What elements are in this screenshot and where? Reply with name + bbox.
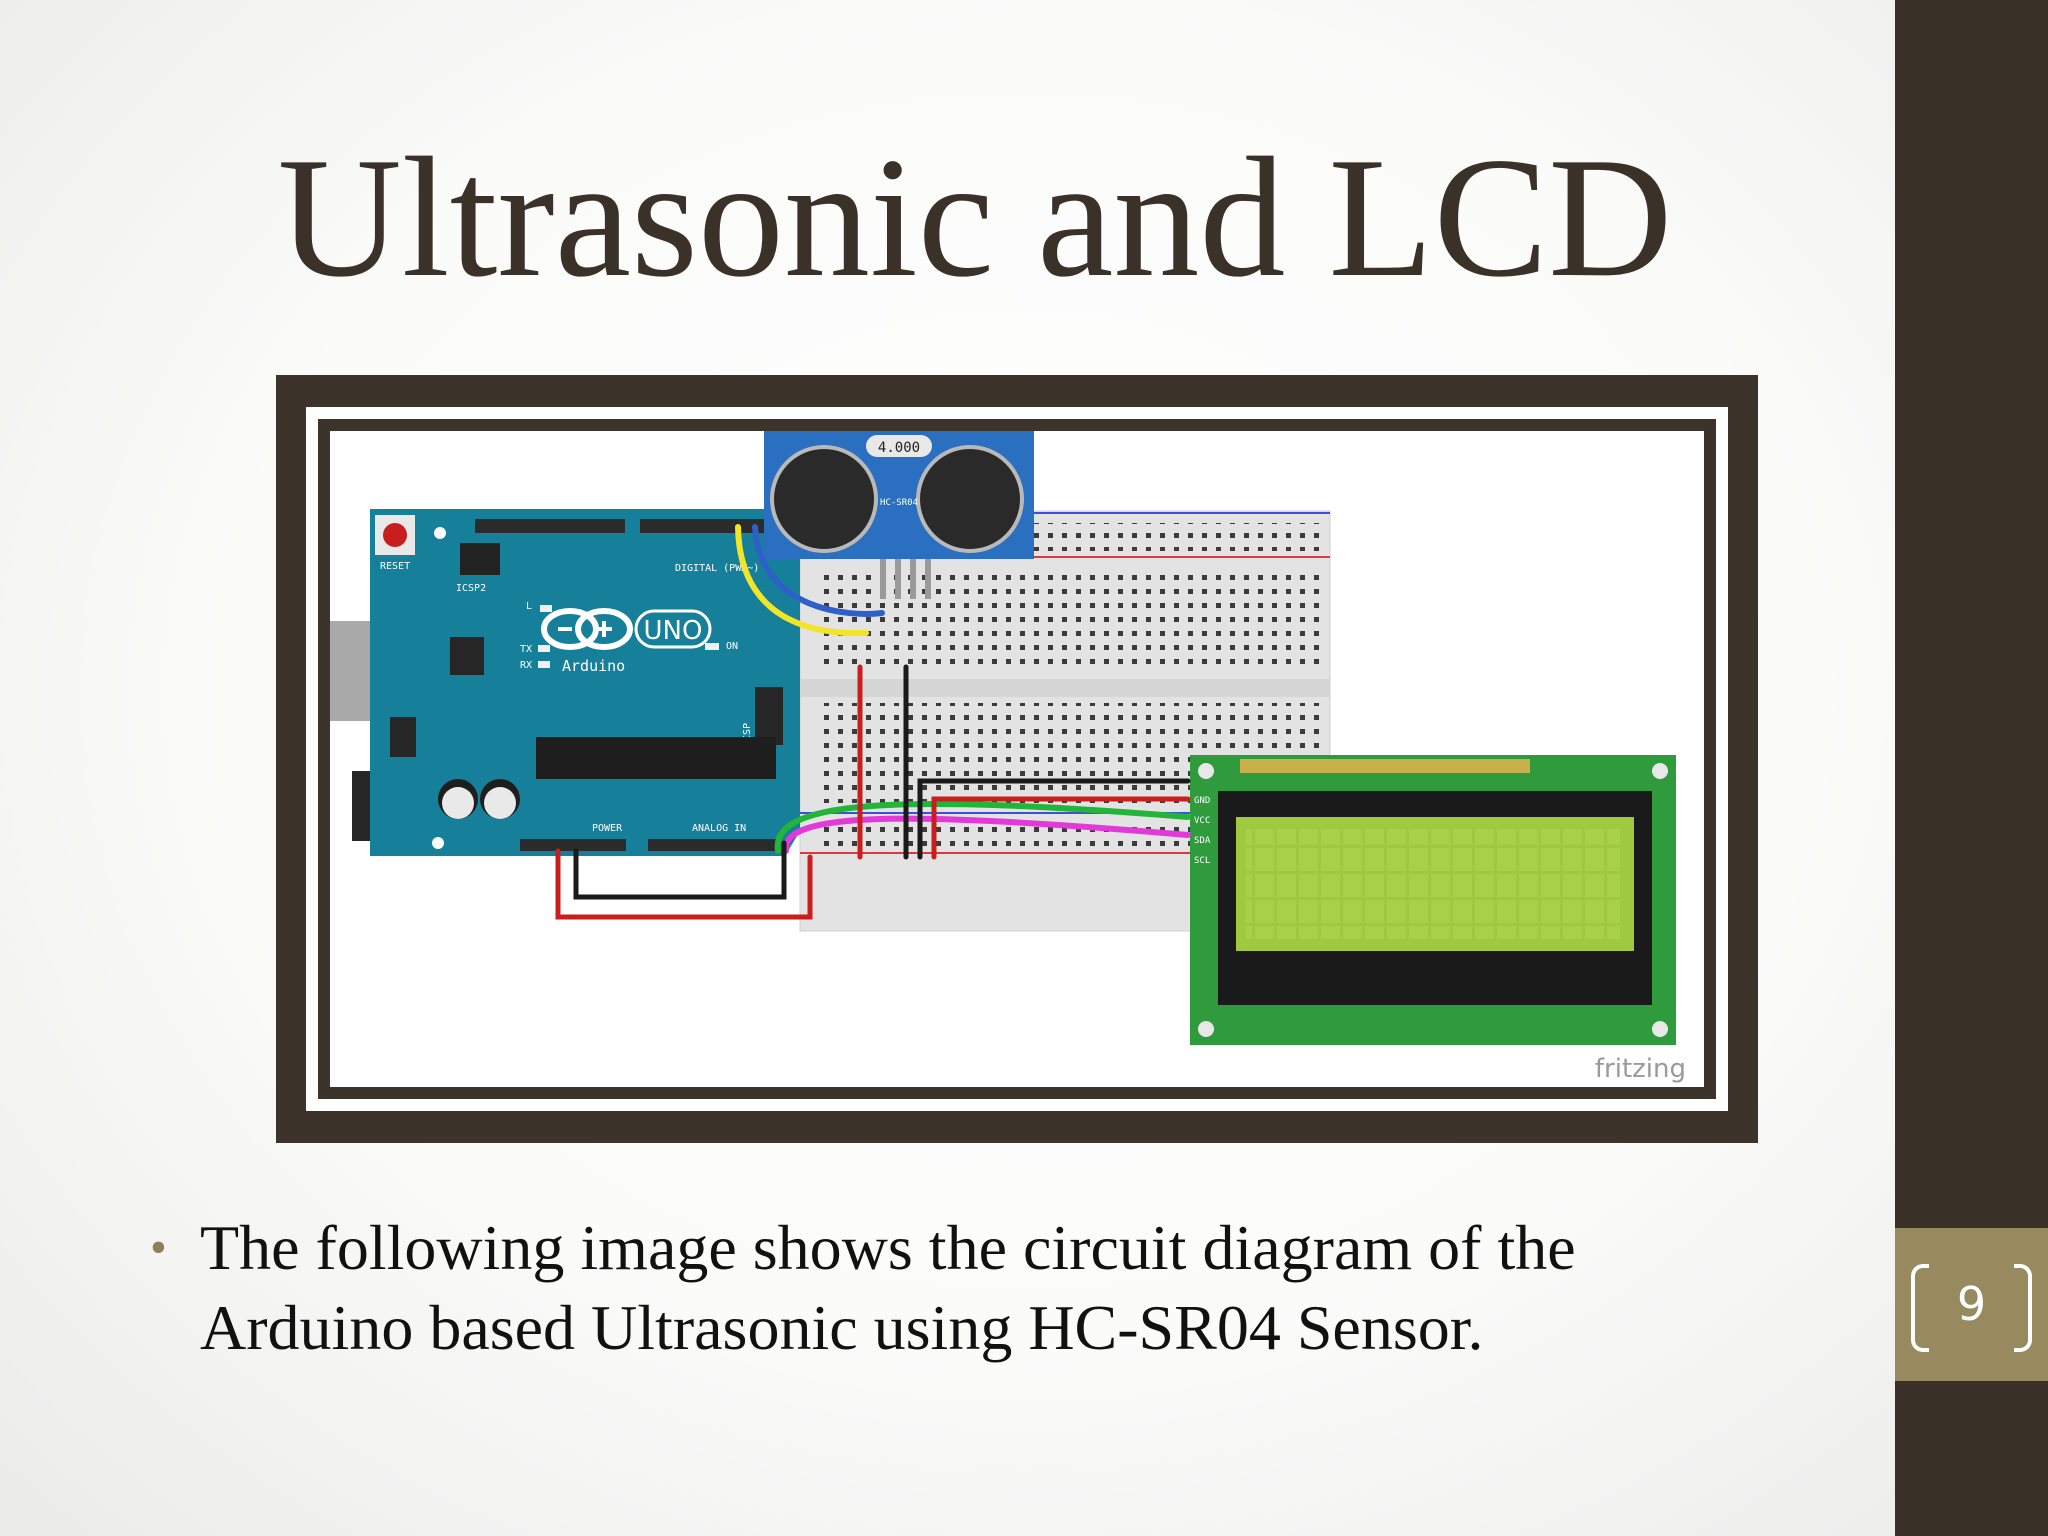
svg-text:SCL: SCL bbox=[1194, 856, 1210, 866]
wire-scl bbox=[782, 815, 1191, 854]
svg-text:VCC: VCC bbox=[1194, 816, 1210, 826]
page-number-box: 9 bbox=[1895, 1228, 2048, 1381]
svg-text:POWER: POWER bbox=[592, 823, 623, 834]
bullet-text: The following image shows the circuit di… bbox=[200, 1212, 1576, 1363]
svg-text:ON: ON bbox=[726, 641, 738, 652]
page-number: 9 bbox=[1956, 1277, 1987, 1331]
wire-gnd bbox=[573, 840, 787, 900]
diagram-canvas: RESET ICSP2 DIGITAL (PWM~) UNO bbox=[318, 419, 1716, 1099]
lcd-header-pins bbox=[1240, 759, 1530, 773]
frame-mat: RESET ICSP2 DIGITAL (PWM~) UNO bbox=[306, 407, 1728, 1111]
svg-text:L: L bbox=[526, 601, 532, 612]
svg-text:GND: GND bbox=[1194, 796, 1210, 806]
slide-title: Ultrasonic and LCD bbox=[277, 123, 1673, 313]
atmega-chip bbox=[536, 737, 776, 779]
svg-text:RX: RX bbox=[520, 660, 532, 671]
svg-text:TX: TX bbox=[520, 644, 532, 655]
sensor-display: 4.000 bbox=[878, 440, 920, 456]
transmitter-icon bbox=[770, 445, 878, 553]
lcd-16x2-module: GND VCC SDA SCL bbox=[1190, 755, 1676, 1045]
reset-button bbox=[383, 523, 407, 547]
icsp-header bbox=[755, 687, 783, 745]
fritzing-watermark: fritzing bbox=[1595, 1054, 1686, 1084]
receiver-icon bbox=[916, 445, 1024, 553]
circuit-diagram: RESET ICSP2 DIGITAL (PWM~) UNO bbox=[330, 431, 1686, 1084]
wire-5v bbox=[555, 848, 813, 920]
wire-trig bbox=[735, 524, 869, 637]
bullet-dot-icon: • bbox=[150, 1221, 167, 1274]
svg-text:ICSP: ICSP bbox=[742, 723, 753, 747]
arduino-brand-label: Arduino bbox=[562, 657, 625, 675]
sensor-model-label: HC-SR04 bbox=[880, 498, 918, 508]
wire-gnd-lcd bbox=[917, 778, 1191, 860]
left-bracket-icon bbox=[1911, 1264, 1929, 1352]
arduino-logo-icon bbox=[541, 608, 633, 650]
reset-label: RESET bbox=[380, 561, 410, 572]
bullet-item: • The following image shows the circuit … bbox=[150, 1208, 1680, 1368]
arduino-uno-board: RESET ICSP2 DIGITAL (PWM~) UNO bbox=[330, 509, 800, 856]
power-header bbox=[520, 839, 626, 851]
board-body bbox=[370, 509, 800, 856]
wires bbox=[555, 524, 1191, 920]
digital-header-right bbox=[640, 519, 775, 533]
digital-header-left bbox=[475, 519, 625, 533]
digital-label: DIGITAL (PWM~) bbox=[675, 563, 759, 574]
uno-label: UNO bbox=[644, 616, 703, 646]
right-bracket-icon bbox=[2014, 1264, 2032, 1352]
icsp2-label: ICSP2 bbox=[456, 583, 486, 594]
svg-text:ANALOG IN: ANALOG IN bbox=[692, 823, 746, 834]
hc-sr04-sensor: 4.000 HC-SR04 bbox=[764, 431, 1034, 599]
analog-header bbox=[648, 839, 780, 851]
wire-echo bbox=[752, 524, 885, 617]
wire-sda bbox=[774, 800, 1191, 854]
wire-vcc-lcd bbox=[931, 796, 1191, 860]
svg-text:SDA: SDA bbox=[1194, 836, 1211, 846]
diagram-frame: RESET ICSP2 DIGITAL (PWM~) UNO bbox=[276, 375, 1758, 1143]
